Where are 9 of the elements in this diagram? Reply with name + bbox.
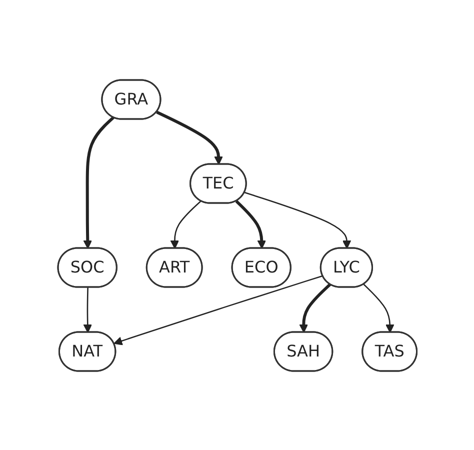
arrow bbox=[234, 200, 266, 248]
arrow bbox=[82, 286, 92, 332]
arrow bbox=[156, 110, 223, 164]
arrow bbox=[170, 200, 201, 248]
arrow bbox=[362, 283, 394, 332]
arrow bbox=[298, 282, 331, 332]
arrow bbox=[113, 274, 323, 345]
arrow bbox=[82, 116, 114, 248]
arrow bbox=[244, 191, 351, 248]
